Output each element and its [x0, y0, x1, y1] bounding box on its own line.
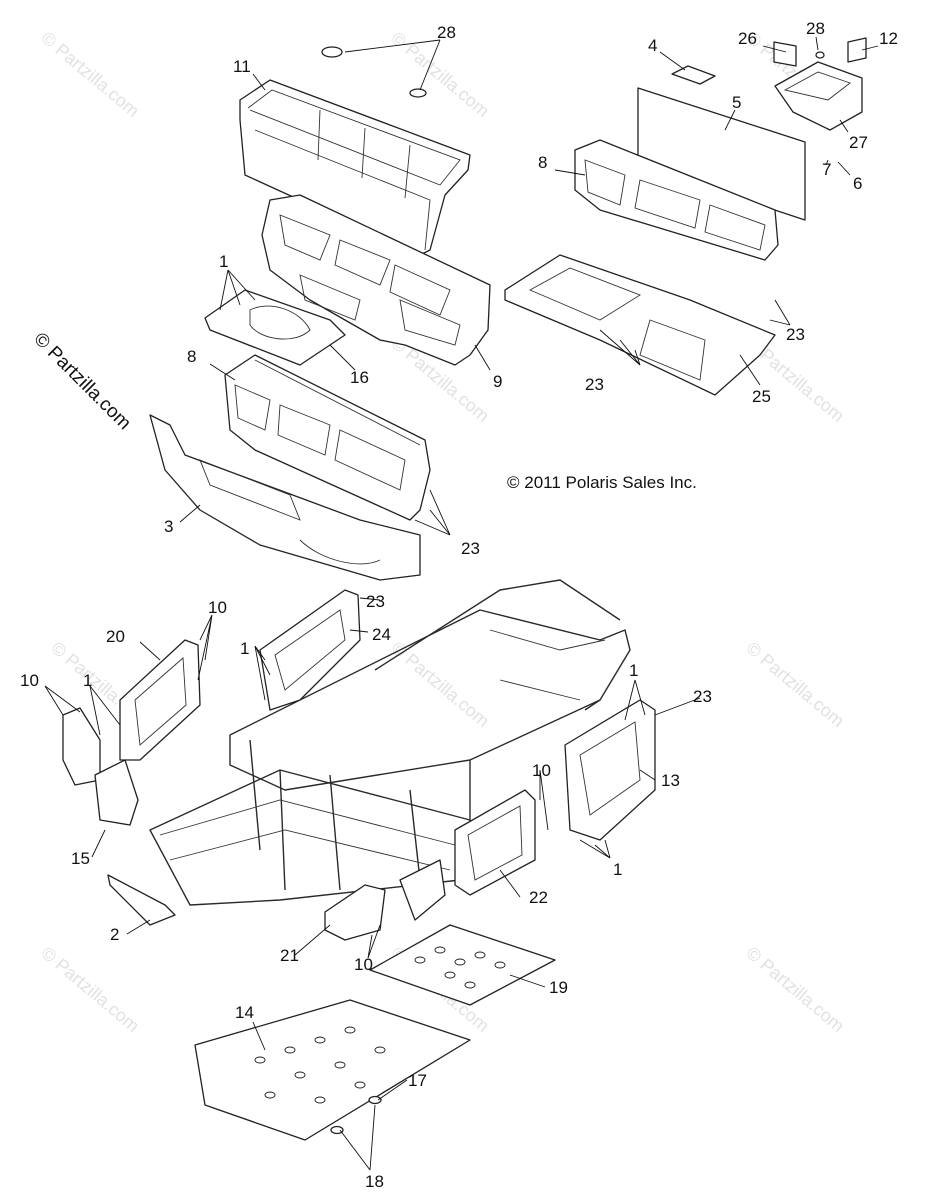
callout-10-bottom: 10: [354, 955, 373, 974]
part-5-divider-panel: [637, 87, 806, 221]
callout-10-center: 10: [532, 761, 551, 780]
callout-8-left: 8: [187, 347, 196, 366]
side-watermark: © Partzilla.com: [29, 329, 134, 434]
watermark-tl: © Partzilla.com: [37, 28, 143, 121]
callout-20: 20: [106, 627, 125, 646]
part-16-console-panel: [204, 289, 346, 366]
part-14-skid-plate: [194, 999, 471, 1141]
part-24-side-panel: [259, 589, 361, 711]
part-10-right-guard: [399, 859, 446, 921]
callout-23-floor: 23: [585, 375, 604, 394]
part-22-side-panel: [454, 789, 536, 896]
callout-17: 17: [408, 1071, 427, 1090]
callout-2: 2: [110, 925, 119, 944]
callout-15: 15: [71, 849, 90, 868]
callout-23-mid: 23: [366, 592, 385, 611]
callout-5: 5: [732, 93, 741, 112]
part-10-left-guard: [62, 707, 101, 786]
part-19-skid-plate: [369, 924, 556, 1006]
part-4-label: [671, 65, 716, 85]
callout-10-top: 10: [208, 598, 227, 617]
watermark-l3: © Partzilla.com: [37, 943, 143, 1036]
part-8-rear-panel-right: [574, 139, 779, 261]
callout-1-right: 1: [629, 661, 638, 680]
callout-26: 26: [738, 29, 757, 48]
callout-1-mid: 1: [240, 639, 249, 658]
callout-1-left: 1: [83, 671, 92, 690]
part-25-cab-floor: [504, 254, 776, 396]
callout-19: 19: [549, 978, 568, 997]
callout-1-lower: 1: [613, 860, 622, 879]
callout-23-side: 23: [693, 687, 712, 706]
callout-13: 13: [661, 771, 680, 790]
part-8-rear-panel-left: [224, 354, 431, 521]
callout-27: 27: [849, 133, 868, 152]
callout-14: 14: [235, 1003, 254, 1022]
callout-6: 6: [853, 174, 862, 193]
part-11-storage-box: [239, 46, 471, 256]
leader-lines: [44, 36, 879, 1171]
part-19-holes: [414, 946, 506, 989]
callout-28-top: 28: [437, 23, 456, 42]
part-15-bracket: [94, 759, 139, 826]
part-18-fastener: [330, 1125, 344, 1135]
copyright-notice: © 2011 Polaris Sales Inc.: [507, 473, 697, 492]
callout-10-left: 10: [20, 671, 39, 690]
callout-16: 16: [350, 368, 369, 387]
part-27-bin: [773, 37, 867, 131]
callout-3: 3: [164, 517, 173, 536]
part-17-fastener: [368, 1095, 382, 1105]
callout-12: 12: [879, 29, 898, 48]
part-21-bracket: [324, 884, 386, 941]
callout-25: 25: [752, 387, 771, 406]
callout-labels: 28 11 4 26 28 12 5 27 8 7 6 1 16 9 23 23…: [20, 19, 898, 1191]
callout-23-right: 23: [786, 325, 805, 344]
callout-28-right: 28: [806, 19, 825, 38]
callout-22: 22: [529, 888, 548, 907]
part-20-side-panel: [119, 639, 201, 761]
callout-9: 9: [493, 372, 502, 391]
callout-8-right: 8: [538, 153, 547, 172]
part-3-cargo-floor: [149, 414, 421, 581]
callout-24: 24: [372, 625, 391, 644]
callout-1-top: 1: [219, 252, 228, 271]
part-13-side-panel: [564, 699, 656, 841]
callout-23-bed: 23: [461, 539, 480, 558]
part-2-bracket: [107, 874, 176, 926]
watermark-r3: © Partzilla.com: [742, 943, 848, 1036]
callout-11: 11: [233, 57, 251, 76]
callout-4: 4: [648, 36, 657, 55]
callout-21: 21: [280, 946, 299, 965]
part-14-holes: [254, 1026, 386, 1104]
callout-18: 18: [365, 1172, 384, 1191]
callout-7: 7: [822, 160, 831, 179]
watermark-r2: © Partzilla.com: [742, 638, 848, 731]
part-9-dash-panel: [261, 194, 491, 366]
